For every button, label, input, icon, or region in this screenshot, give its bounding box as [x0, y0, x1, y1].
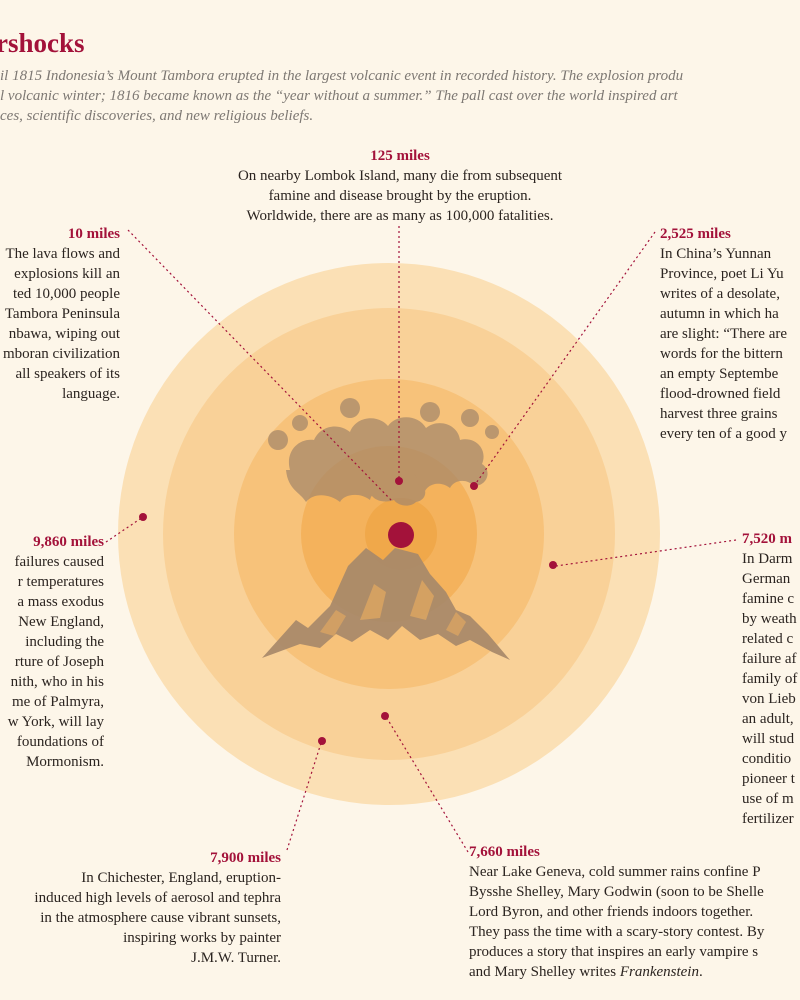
- leader-lines: [105, 226, 737, 853]
- marker-2525: [470, 482, 478, 490]
- marker-125: [395, 477, 403, 485]
- callout-7520-miles: 7,520 m In Darm German famine c by weath…: [742, 529, 800, 829]
- callout-7900-text: In Chichester, England, eruption- induce…: [34, 870, 281, 966]
- callout-7520-distance: 7,520 m: [742, 531, 792, 547]
- callout-10-distance: 10 miles: [67, 226, 120, 242]
- callout-125-miles: 125 miles On nearby Lombok Island, many …: [160, 146, 640, 226]
- callout-2525-distance: 2,525 miles: [660, 226, 731, 242]
- callout-125-text: On nearby Lombok Island, many die from s…: [237, 168, 563, 224]
- distance-markers: [139, 477, 557, 745]
- callout-125-distance: 125 miles: [370, 148, 430, 164]
- intro-text: il 1815 Indonesia’s Mount Tambora erupte…: [0, 68, 684, 124]
- leader-line-7660: [384, 714, 469, 853]
- callout-7660-text: Near Lake Geneva, cold summer rains conf…: [469, 862, 800, 982]
- callout-10-miles: 10 miles The lava flows and explosions k…: [0, 224, 120, 404]
- callout-7520-text: In Darm German famine c by weath related…: [742, 551, 798, 827]
- callout-2525-text: In China’s Yunnan Province, poet Li Yu w…: [660, 246, 788, 442]
- marker-9860: [139, 513, 147, 521]
- callout-10-text: The lava flows and explosions kill an te…: [2, 246, 120, 402]
- page-title: rshocks: [0, 28, 85, 58]
- marker-7520: [549, 561, 557, 569]
- callout-7660-body: Near Lake Geneva, cold summer rains conf…: [469, 864, 765, 980]
- callout-7660-miles: 7,660 miles Near Lake Geneva, cold summe…: [469, 842, 800, 982]
- leader-line-7900: [286, 739, 323, 851]
- callout-7900-miles: 7,900 miles In Chichester, England, erup…: [0, 848, 281, 968]
- marker-7660: [381, 712, 389, 720]
- callout-7660-distance: 7,660 miles: [469, 844, 540, 860]
- callout-9860-distance: 9,860 miles: [33, 534, 104, 550]
- book-title-frankenstein: Frankenstein: [619, 964, 699, 980]
- leader-line-7520: [555, 539, 737, 567]
- leader-line-10: [127, 229, 393, 502]
- marker-7900: [318, 737, 326, 745]
- eruption-center-icon: [388, 522, 414, 548]
- volcano-icon: [262, 548, 510, 660]
- callout-2525-miles: 2,525 miles In China’s Yunnan Province, …: [660, 224, 800, 444]
- callout-7900-distance: 7,900 miles: [210, 850, 281, 866]
- callout-9860-miles: 9,860 miles failures caused r temperatur…: [0, 532, 104, 772]
- ash-cloud-icon: [268, 398, 499, 506]
- callout-7660-end: .: [698, 964, 703, 980]
- callout-9860-text: failures caused r temperatures a mass ex…: [7, 554, 104, 770]
- leader-line-2525: [473, 231, 656, 487]
